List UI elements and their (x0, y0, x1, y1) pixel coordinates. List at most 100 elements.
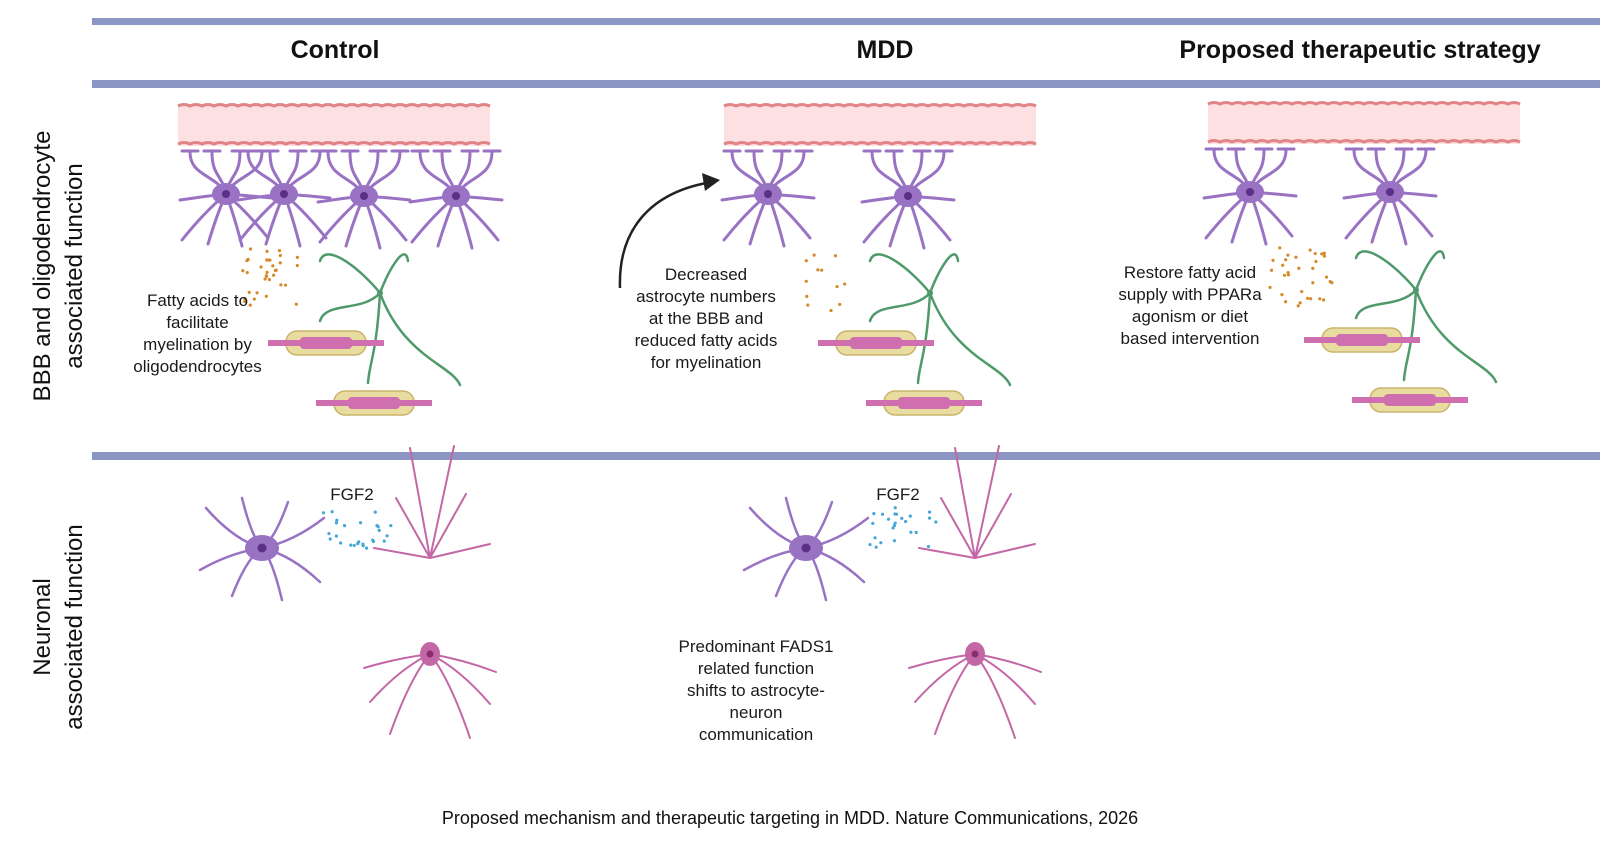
oligo-process (1414, 288, 1498, 384)
particle (255, 291, 259, 295)
blood-vessel (1207, 101, 1521, 144)
apical-branch (429, 543, 491, 559)
particle (1311, 266, 1315, 270)
axon-segment (850, 337, 902, 349)
particle (1297, 266, 1301, 270)
column-header-therapy: Proposed therapeutic strategy (1179, 36, 1541, 64)
particle (279, 283, 283, 287)
blood-vessel (723, 103, 1037, 146)
particle (1314, 259, 1318, 264)
blood-vessel (177, 103, 491, 146)
particle (1305, 296, 1310, 300)
particle (248, 303, 252, 307)
therapy-restore-label: Restore fatty acid supply with PPARa ago… (1118, 263, 1262, 348)
neurons (198, 445, 1042, 739)
particle (248, 247, 253, 251)
astrocyte-nucleus (1386, 188, 1394, 196)
astrocyte-nucleus (904, 192, 912, 200)
particle (294, 302, 298, 306)
astrocyte-nucleus (764, 190, 772, 198)
particle (1286, 253, 1290, 257)
particle (389, 524, 393, 528)
particle (893, 521, 897, 525)
basal-dendrite (974, 653, 1036, 705)
particle (927, 516, 932, 520)
particle (241, 269, 245, 273)
particle (833, 254, 838, 258)
axon-segment (1384, 394, 1436, 406)
particle (1300, 289, 1304, 294)
particle (1269, 268, 1274, 272)
particle (880, 512, 885, 516)
oligo-body (377, 290, 383, 296)
basal-dendrite (908, 653, 976, 669)
astrocyte (742, 496, 870, 602)
row-header-bbb: BBB and oligodendrocyte associated funct… (29, 130, 88, 402)
row-header-neuronal: Neuronal associated function (29, 524, 88, 730)
oligodendrocyte (268, 253, 462, 416)
particle (377, 528, 381, 532)
apical-branch (954, 447, 976, 559)
particle (812, 253, 816, 257)
particle (263, 277, 267, 281)
particle (243, 297, 247, 301)
particle (872, 512, 876, 516)
astrocyte (1202, 147, 1298, 246)
astrocyte (198, 496, 326, 602)
particle (804, 259, 808, 263)
particle (327, 531, 331, 536)
vessel-wall-top (1207, 101, 1521, 106)
particle (252, 297, 256, 301)
particle (1313, 251, 1317, 256)
astrocyte (316, 149, 412, 250)
particle (871, 521, 875, 525)
pyramidal-neuron (363, 445, 497, 739)
oligo-process (1354, 288, 1418, 320)
particle (1298, 301, 1302, 305)
oligo-process (868, 253, 932, 295)
particle (900, 516, 904, 520)
oligo-process (318, 253, 382, 295)
particle (805, 294, 809, 299)
particle (274, 268, 278, 272)
particle (843, 282, 847, 286)
basal-dendrite (914, 653, 976, 703)
particle (1284, 258, 1288, 262)
oligo-process (1414, 250, 1446, 292)
particle (904, 519, 908, 524)
particle (1311, 281, 1315, 285)
particle (874, 545, 878, 549)
particle (927, 510, 932, 514)
particle (243, 299, 247, 304)
axon-segment (300, 337, 352, 349)
particle (892, 524, 897, 528)
particle (1309, 297, 1313, 301)
particle (358, 521, 363, 525)
particle (376, 525, 380, 529)
oligo-process (928, 291, 1012, 387)
particle (283, 283, 288, 287)
particle (382, 539, 386, 543)
particle (352, 543, 356, 548)
particle (364, 546, 369, 550)
particle (330, 510, 334, 514)
particle (277, 248, 282, 253)
particle (339, 541, 343, 545)
particle (371, 539, 376, 544)
astrocyte-nucleus (452, 192, 460, 200)
particle (835, 284, 839, 289)
basal-dendrite (363, 653, 431, 669)
astrocyte-nucleus (257, 543, 267, 553)
vessel-lumen (724, 104, 1036, 146)
particle (806, 303, 810, 307)
particle (1328, 280, 1332, 284)
oligodendrocytes (268, 250, 1498, 416)
vessel-wall-top (177, 103, 491, 108)
control-fatty-acid-label: Fatty acids to facilitate myelination by… (133, 291, 262, 376)
particle (1296, 304, 1300, 308)
particle (1284, 300, 1288, 304)
particle (1308, 248, 1312, 252)
oligo-process (378, 291, 462, 387)
vessel-lumen (1208, 102, 1520, 144)
